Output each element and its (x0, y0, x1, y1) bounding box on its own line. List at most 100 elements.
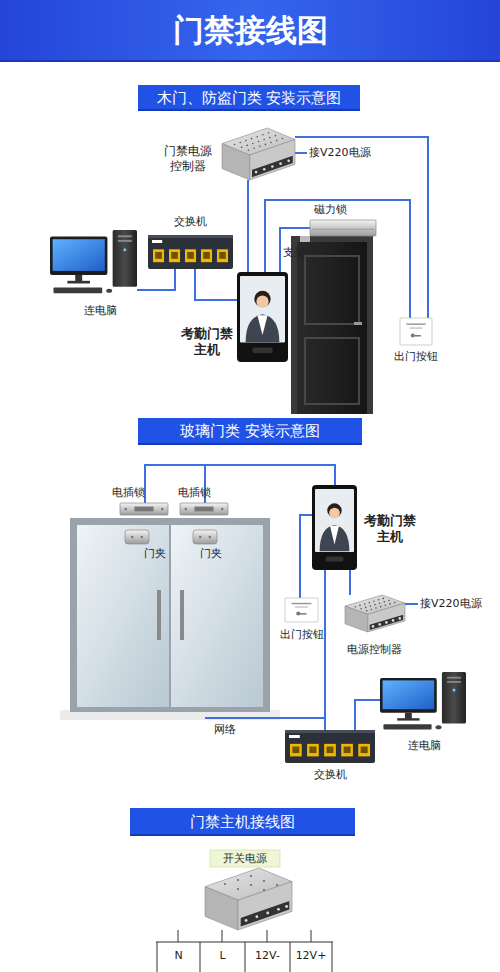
terminal-screw (287, 160, 290, 163)
door-clamp: 门夹 (193, 530, 217, 544)
label: 支架 (283, 246, 305, 260)
switch-port-hole (171, 252, 178, 259)
case-front (368, 603, 405, 632)
terminal-screw (277, 908, 280, 911)
node-shape (380, 672, 466, 732)
leader-line (295, 152, 307, 154)
power-controller: 电源控制器 (345, 595, 405, 632)
label: 接V220电源 (309, 146, 371, 160)
tower-bay (118, 240, 132, 242)
lock-bracket (300, 236, 310, 242)
switch-top (285, 730, 375, 733)
device-label: 电源控制器 (339, 643, 409, 657)
clamp-body (193, 530, 217, 544)
person-face (256, 296, 268, 308)
door-panel (305, 256, 359, 324)
banner-edge (138, 443, 362, 445)
monitor-frame (50, 237, 107, 275)
person-face (329, 508, 340, 519)
vent-hole (239, 142, 241, 144)
bolt-slot (134, 507, 153, 512)
bolt-plate (180, 503, 228, 515)
electric-bolt-lock: 电插锁 (120, 503, 168, 515)
vent-hole (374, 604, 376, 606)
terminal-wire (178, 930, 179, 942)
banner-fill (130, 808, 355, 836)
switch-port-hole (361, 747, 368, 754)
table-line (200, 942, 201, 972)
vent-hole (382, 598, 384, 600)
vent-hole (265, 144, 267, 146)
door-clamp: 门夹 (125, 530, 149, 544)
magnetic-lock: 磁力锁 (310, 220, 376, 236)
table-cell: N (157, 949, 200, 963)
device-label: 电插锁 (106, 486, 150, 500)
device-label: 门夹 (141, 547, 169, 561)
vent-hole (245, 140, 247, 142)
power-supply-front (238, 882, 292, 930)
device-label: 连电脑 (78, 304, 122, 318)
person-jacket (246, 314, 280, 342)
bolt-plate (120, 503, 168, 515)
switch-port (290, 744, 302, 757)
person-jacket (320, 525, 350, 551)
vent-hole (262, 134, 264, 136)
terminal-strip (252, 156, 293, 177)
wire (195, 269, 237, 300)
monitor-screen (53, 239, 105, 271)
tag-fill (210, 850, 280, 867)
terminal-screw (256, 915, 259, 918)
vent-hole (275, 135, 277, 137)
button-key-icon (300, 613, 307, 615)
lock-seam (312, 229, 374, 230)
table-line (245, 942, 246, 972)
monitor-base (67, 281, 90, 284)
electric-bolt-lock: 电插锁 (180, 503, 228, 515)
node-shape (125, 530, 149, 544)
vent-hole (360, 608, 362, 610)
label: 接V220电源 (420, 597, 482, 611)
device-label: 出门按钮 (278, 628, 326, 642)
monitor-base (397, 718, 419, 720)
case-side (222, 144, 250, 180)
vent-hole (378, 599, 380, 601)
person-hair (327, 503, 341, 517)
node-shape (285, 730, 375, 763)
tower-power-light (123, 248, 126, 251)
button-key-icon (296, 612, 300, 616)
monitor-frame (380, 678, 437, 713)
leader-line (405, 603, 418, 605)
wooden-door (297, 242, 367, 414)
terminal-wire (311, 930, 312, 942)
terminal-screw (271, 165, 274, 168)
vent-hole (258, 141, 260, 143)
section-banner: 木门、防盗门类 安装示意图 (138, 85, 360, 111)
lock-body (310, 220, 376, 236)
switch-port-hole (203, 252, 210, 259)
vent-hole (259, 146, 261, 148)
person-hair (254, 291, 270, 307)
button-print (410, 327, 423, 328)
button-print (406, 323, 425, 325)
computer: 连电脑 (380, 672, 466, 732)
access-terminal: 考勤门禁 主机 (312, 485, 357, 570)
exit-button: 出门按钮 (400, 318, 432, 345)
switch-logo (152, 240, 162, 243)
wire (349, 570, 351, 595)
node-shape (120, 503, 168, 515)
title-banner (0, 0, 500, 62)
button-plate (285, 598, 318, 622)
node-shape (312, 485, 357, 570)
switch-port (201, 249, 212, 262)
terminal-screw (378, 623, 381, 626)
node-shape (180, 503, 228, 515)
glass-panel (171, 525, 263, 707)
terminal-wire (267, 930, 268, 942)
vent-hole (371, 609, 373, 611)
page-title: 门禁接线图 (0, 10, 500, 50)
vent-hole (379, 602, 381, 604)
vent-hole (370, 605, 372, 607)
vent-hole (263, 139, 265, 141)
banner-fill (138, 418, 362, 445)
mouse (106, 289, 112, 293)
